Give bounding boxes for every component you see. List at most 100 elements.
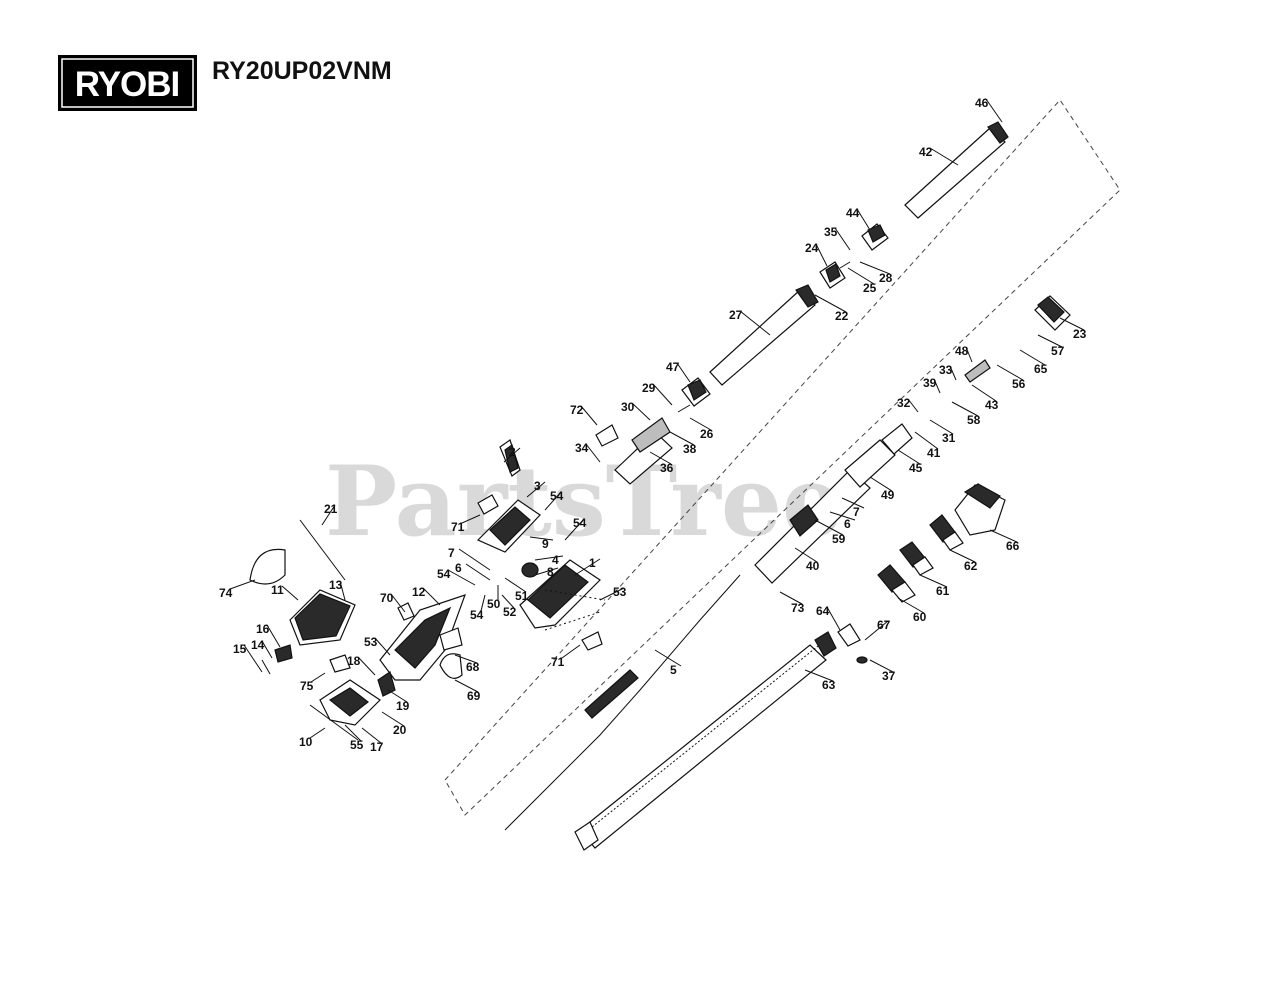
watermark-text: PartsTree bbox=[325, 445, 843, 558]
callout-leader-72 bbox=[580, 405, 598, 426]
callout-leader-4 bbox=[534, 555, 564, 561]
callout-leader-15 bbox=[243, 644, 263, 673]
callout-69: 69 bbox=[467, 689, 481, 703]
upper-pole bbox=[614, 121, 1009, 485]
callout-leader-73 bbox=[779, 591, 803, 605]
callout-leader-42 bbox=[929, 147, 959, 166]
callout-leader-2 bbox=[503, 447, 521, 463]
callout-leader-22 bbox=[814, 294, 847, 313]
callout-22: 22 bbox=[835, 309, 849, 323]
callout-leader-32 bbox=[907, 398, 919, 413]
callout-20: 20 bbox=[393, 723, 407, 737]
fittings bbox=[837, 483, 1006, 664]
callout-43: 43 bbox=[985, 398, 999, 412]
callout-21: 21 bbox=[324, 502, 338, 516]
callout-leader-23 bbox=[1059, 317, 1085, 331]
callout-71b: 71 bbox=[551, 655, 565, 669]
callout-leader-6b bbox=[465, 563, 491, 581]
callout-leader-65 bbox=[1019, 349, 1046, 366]
callout-49: 49 bbox=[881, 488, 895, 502]
callout-41: 41 bbox=[927, 446, 941, 460]
callout-leader-7 bbox=[841, 497, 865, 509]
callout-leader-61 bbox=[919, 574, 948, 588]
callout-28: 28 bbox=[879, 271, 893, 285]
callout-72: 72 bbox=[570, 403, 584, 417]
callout-leader-13 bbox=[339, 580, 346, 601]
callout-44: 44 bbox=[846, 206, 860, 220]
svg-text:RYOBI: RYOBI bbox=[75, 65, 180, 104]
callout-59: 59 bbox=[832, 532, 846, 546]
callout-12: 12 bbox=[412, 585, 426, 599]
callout-29: 29 bbox=[642, 381, 656, 395]
callout-leader-19 bbox=[387, 689, 408, 703]
callout-17: 17 bbox=[370, 740, 384, 754]
callout-leader-70 bbox=[390, 593, 406, 613]
callout-leader-45 bbox=[897, 449, 921, 465]
callout-leader-7b bbox=[458, 548, 491, 571]
model-number: RY20UP02VNM bbox=[212, 57, 392, 85]
callout-leader-58 bbox=[951, 401, 979, 417]
ryobi-logo: RYOBI bbox=[58, 55, 197, 111]
callout-leader-28 bbox=[859, 261, 891, 275]
callout-40: 40 bbox=[806, 559, 820, 573]
callout-leader-60 bbox=[897, 597, 925, 614]
callout-leader-47 bbox=[676, 362, 691, 383]
callout-leader-36 bbox=[649, 451, 672, 465]
callout-6: 6 bbox=[844, 517, 851, 531]
callout-leader-57 bbox=[1037, 334, 1063, 348]
callout-54: 54 bbox=[550, 489, 564, 503]
callout-leader-41 bbox=[914, 431, 939, 450]
callout-leader-35 bbox=[834, 227, 851, 251]
callout-15: 15 bbox=[233, 642, 247, 656]
callout-leader-1 bbox=[574, 558, 601, 576]
callout-42: 42 bbox=[919, 145, 933, 159]
callout-52: 52 bbox=[503, 605, 517, 619]
callout-leader-69 bbox=[454, 679, 479, 693]
callout-2: 2 bbox=[509, 445, 516, 459]
callout-leader-49 bbox=[869, 476, 893, 492]
callout-13: 13 bbox=[329, 578, 343, 592]
callout-leader-14 bbox=[261, 640, 273, 659]
callout-leader-68 bbox=[454, 654, 478, 664]
callout-leader-16 bbox=[266, 624, 281, 648]
callout-23: 23 bbox=[1073, 327, 1087, 341]
callout-leader-8 bbox=[534, 567, 559, 576]
callout-58: 58 bbox=[967, 413, 981, 427]
callout-36: 36 bbox=[660, 461, 674, 475]
callout-leader-5 bbox=[654, 649, 682, 667]
callout-leader-3 bbox=[526, 481, 546, 498]
callout-27: 27 bbox=[729, 308, 743, 322]
callout-leader-71 bbox=[461, 514, 481, 524]
callout-leader-74 bbox=[229, 579, 256, 590]
callout-47: 47 bbox=[666, 360, 680, 374]
callout-leader-37 bbox=[869, 659, 894, 673]
callout-24: 24 bbox=[805, 241, 819, 255]
callout-leader-64 bbox=[826, 606, 841, 631]
callout-54b: 54 bbox=[573, 516, 587, 530]
callout-leader-31 bbox=[929, 419, 954, 435]
callout-71: 71 bbox=[451, 520, 465, 534]
callout-60: 60 bbox=[913, 610, 927, 624]
callout-leader-59 bbox=[814, 519, 844, 536]
callout-leader-10 bbox=[309, 727, 326, 739]
callout-18: 18 bbox=[347, 654, 361, 668]
callout-leader-25 bbox=[847, 267, 875, 285]
callout-1: 1 bbox=[589, 556, 596, 570]
motor-housing bbox=[476, 424, 619, 651]
callout-51: 51 bbox=[515, 589, 529, 603]
callout-leader-66 bbox=[989, 529, 1018, 543]
callout-leader-62 bbox=[949, 549, 976, 563]
battery-base bbox=[249, 519, 466, 741]
callout-75: 75 bbox=[300, 679, 314, 693]
callout-leader-18 bbox=[357, 656, 376, 676]
callout-leader-48 bbox=[965, 346, 973, 363]
callout-31: 31 bbox=[942, 431, 956, 445]
callout-67: 67 bbox=[877, 618, 891, 632]
callout-46: 46 bbox=[975, 96, 989, 110]
callout-leader-17 bbox=[361, 727, 382, 744]
callout-9: 9 bbox=[542, 537, 549, 551]
callout-leader-34 bbox=[585, 443, 601, 463]
callout-50: 50 bbox=[487, 597, 501, 611]
